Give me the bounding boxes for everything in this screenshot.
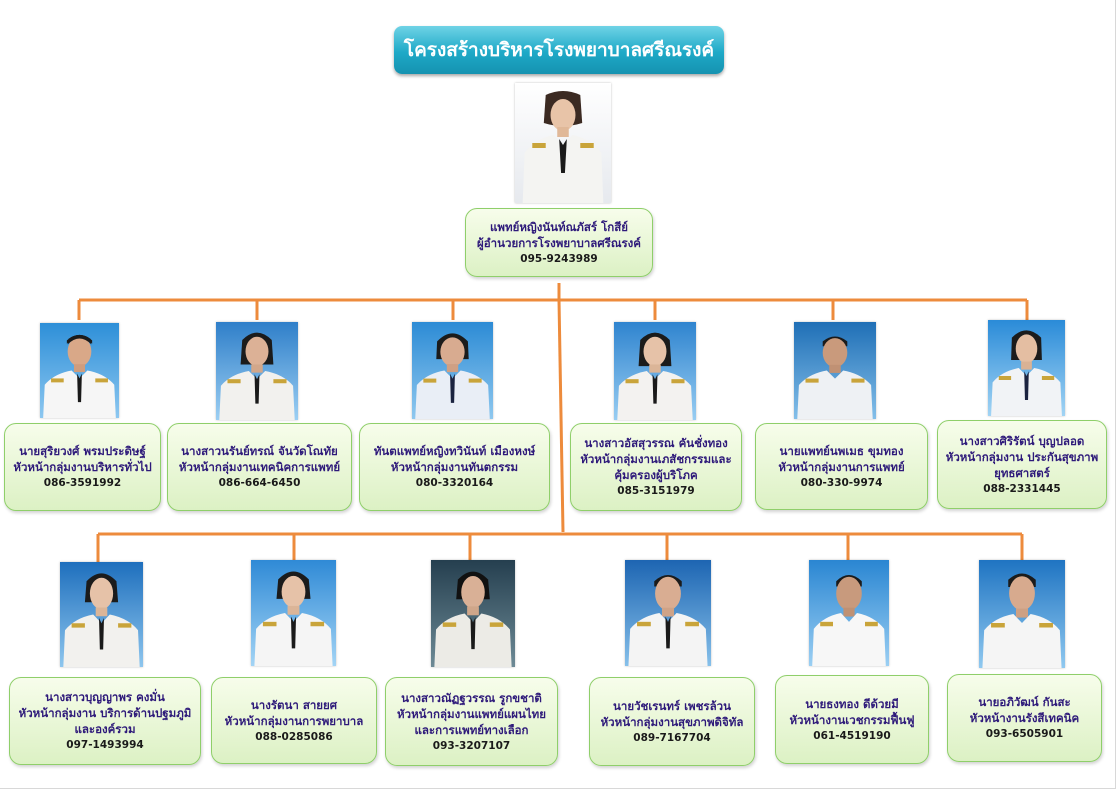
row2-photo <box>979 560 1065 668</box>
row1-card: นายสุริยวงศ์ พรมประดิษฐ์ หัวหน้ากลุ่มงาน… <box>4 423 161 511</box>
row2-role: หัวหน้ากลุ่มงานสุขภาพดิจิทัล <box>600 714 744 729</box>
row2-phone: 097-1493994 <box>66 739 144 751</box>
row1-role: หัวหน้ากลุ่มงานการแพทย์ <box>778 459 905 474</box>
row1-photo <box>216 322 298 420</box>
director-role: ผู้อำนวยการโรงพยาบาลศรีณรงค์ <box>477 235 641 250</box>
row1-name: ทันตแพทย์หญิงทวินันท์ เมืองหงษ์ <box>373 444 536 458</box>
row2-phone: 093-3207107 <box>432 739 511 752</box>
row1-role: หัวหน้ากลุ่มงานเภสัชกรรมและคุ้มครองผู้บร… <box>580 452 732 482</box>
row1-portrait-image <box>988 320 1065 416</box>
row2-role: หัวหน้ากลุ่มงานแพทย์แผนไทย และการแพทย์ทา… <box>397 706 546 737</box>
row2-portrait-image <box>431 560 515 667</box>
row2-card: นางรัตนา สายยศ หัวหน้ากลุ่มงานการพยาบาล … <box>211 677 377 764</box>
row1-role: หัวหน้ากลุ่มงานทันตกรรม <box>390 460 519 474</box>
row2-role: หัวหน้างานรังสีเทคนิค <box>969 711 1080 725</box>
row2-photo <box>251 560 336 666</box>
row2-phone: 088-0285086 <box>255 730 333 743</box>
row1-card: นางสาวนรันย์ทรณ์ จันวัดโณทัย หัวหน้ากลุ่… <box>167 423 352 511</box>
row1-photo <box>988 320 1065 416</box>
row2-phone: 093-6505901 <box>985 728 1064 740</box>
row1-photo <box>40 323 119 418</box>
row2-portrait-image <box>60 562 143 667</box>
row2-portrait-image <box>979 560 1065 668</box>
row2-name: นางรัตนา สายยศ <box>250 697 338 712</box>
row2-card: นายอภิวัฒน์ กันสะ หัวหน้างานรังสีเทคนิค … <box>947 674 1102 762</box>
row2-portrait-image <box>809 560 889 666</box>
row1-name: นางสาวอัสสุวรรณ คันชั่งทอง <box>584 436 728 450</box>
row1-phone: 088-2331445 <box>983 482 1061 495</box>
row2-name: นางสาวณัฏฐวรรณ รูกขชาติ <box>401 690 542 705</box>
row1-card: ทันตแพทย์หญิงทวินันท์ เมืองหงษ์ หัวหน้าก… <box>359 423 550 511</box>
row2-photo <box>431 560 515 667</box>
row1-portrait-image <box>216 322 298 420</box>
row2-name: นางสาวบุญญาพร คงมั่น <box>45 690 165 704</box>
chart-title: โครงสร้างบริหารโรงพยาบาลศรีณรงค์ <box>394 26 724 74</box>
row1-role: หัวหน้ากลุ่มงานเทคนิคการแพทย์ <box>178 460 341 474</box>
director-portrait-image <box>515 83 611 203</box>
row1-portrait-image <box>794 322 876 419</box>
row2-card: นางสาวบุญญาพร คงมั่น หัวหน้ากลุ่มงาน บริ… <box>9 677 201 765</box>
row1-photo <box>614 322 696 420</box>
row2-photo <box>625 560 711 666</box>
row2-card: นายวัชเรนทร์ เพชรล้วน หัวหน้ากลุ่มงานสุข… <box>589 677 755 766</box>
row1-phone: 085-3151979 <box>617 485 695 497</box>
row1-role: หัวหน้ากลุ่มงานบริหารทั่วไป <box>13 460 152 474</box>
row1-photo <box>412 322 493 419</box>
row1-card: นางสาวอัสสุวรรณ คันชั่งทอง หัวหน้ากลุ่มง… <box>570 423 742 511</box>
row2-portrait-image <box>625 560 711 666</box>
row2-role: หัวหน้ากลุ่มงานการพยาบาล <box>224 713 364 728</box>
row2-name: นายวัชเรนทร์ เพชรล้วน <box>613 698 731 713</box>
row1-name: นางสาวศิริรัตน์ บุญปลอด <box>959 433 1085 448</box>
row1-photo <box>794 322 876 419</box>
row2-name: นายอภิวัฒน์ กันสะ <box>978 695 1071 709</box>
row1-name: นายสุริยวงศ์ พรมประดิษฐ์ <box>19 444 146 458</box>
row2-photo <box>809 560 889 666</box>
row1-phone: 080-3320164 <box>415 477 494 489</box>
row1-card: นายแพทย์นพเมธ ขุมทอง หัวหน้ากลุ่มงานการแ… <box>755 423 928 510</box>
row1-portrait-image <box>40 323 119 418</box>
row1-portrait-image <box>614 322 696 420</box>
row2-portrait-image <box>251 560 336 666</box>
row1-phone: 080-330-9974 <box>800 476 883 489</box>
row1-phone: 086-664-6450 <box>218 477 301 489</box>
row2-name: นายธงทอง ดีด้วยมี <box>805 696 899 711</box>
row2-role: หัวหน้ากลุ่มงาน บริการด้านปฐมภูมิและองค์… <box>18 706 192 736</box>
row1-card: นางสาวศิริรัตน์ บุญปลอด หัวหน้ากลุ่มงาน … <box>937 420 1107 509</box>
row2-photo <box>60 562 143 667</box>
director-name: แพทย์หญิงนันท์ณภัสร์ โกสีย์ <box>490 219 628 234</box>
row2-phone: 089-7167704 <box>633 731 711 744</box>
row2-phone: 061-4519190 <box>813 729 891 742</box>
director-phone: 095-9243989 <box>520 252 598 265</box>
row2-card: นางสาวณัฏฐวรรณ รูกขชาติ หัวหน้ากลุ่มงานแ… <box>385 677 558 766</box>
row2-role: หัวหน้างานเวชกรรมฟื้นฟู <box>789 712 915 727</box>
row1-name: นายแพทย์นพเมธ ขุมทอง <box>779 443 904 458</box>
row1-portrait-image <box>412 322 493 419</box>
director-card: แพทย์หญิงนันท์ณภัสร์ โกสีย์ ผู้อำนวยการโ… <box>465 208 653 277</box>
director-photo <box>515 83 611 203</box>
row1-role: หัวหน้ากลุ่มงาน ประกันสุขภาพ ยุทธศาสตร์ <box>945 449 1099 480</box>
row1-name: นางสาวนรันย์ทรณ์ จันวัดโณทัย <box>181 444 338 458</box>
row2-card: นายธงทอง ดีด้วยมี หัวหน้างานเวชกรรมฟื้นฟ… <box>775 675 929 764</box>
row1-phone: 086-3591992 <box>43 477 122 489</box>
